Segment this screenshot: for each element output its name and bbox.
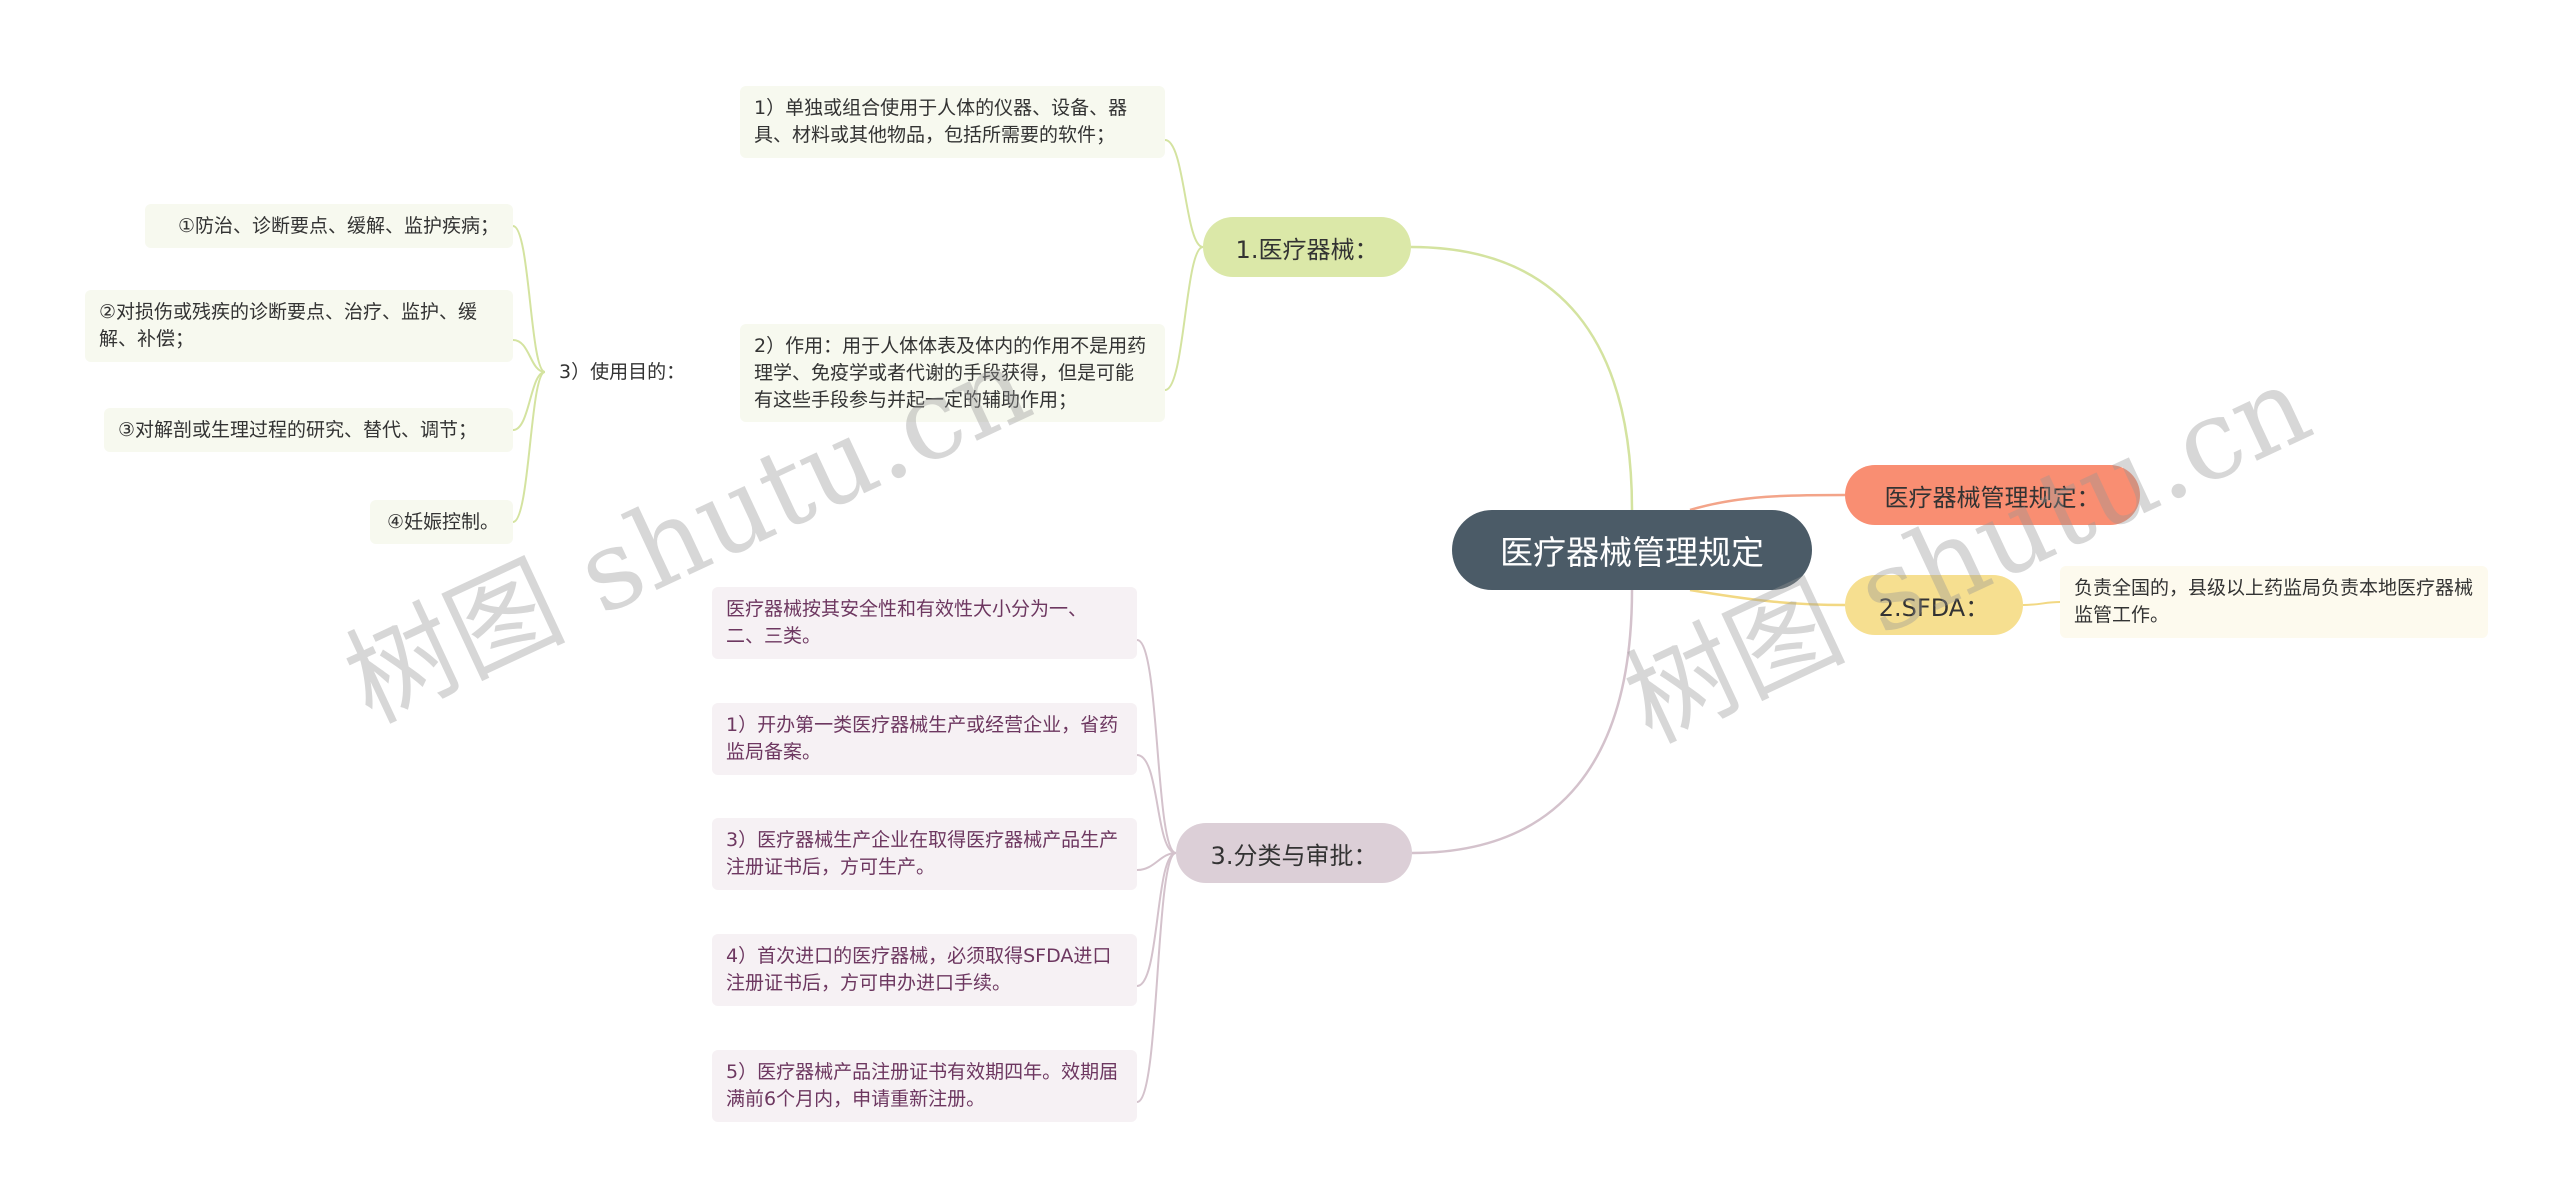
classification-item-4[interactable]: 4）首次进口的医疗器械，必须取得SFDA进口注册证书后，方可申办进口手续。 xyxy=(712,934,1137,1006)
device-purpose[interactable]: 3）使用目的： xyxy=(559,360,686,383)
edge-sfda-desc xyxy=(2022,601,2061,606)
branch-rules[interactable]: 医疗器械管理规定： xyxy=(1845,465,2140,525)
edge-root-classification xyxy=(1411,589,1634,855)
edge-root-device xyxy=(1410,245,1634,511)
edge-root-sfda xyxy=(1689,588,1846,607)
root-node[interactable]: 医疗器械管理规定 xyxy=(1452,510,1812,590)
edge-class-item4 xyxy=(1136,852,1177,987)
branch-device[interactable]: 1.医疗器械： xyxy=(1203,217,1411,277)
classification-item-2[interactable]: 1）开办第一类医疗器械生产或经营企业，省药监局备案。 xyxy=(712,703,1137,775)
edge-device-def1 xyxy=(1164,139,1204,248)
branch-sfda[interactable]: 2.SFDA： xyxy=(1845,575,2023,635)
edge-class-item1 xyxy=(1136,639,1177,854)
sfda-description[interactable]: 负责全国的，县级以上药监局负责本地医疗器械监管工作。 xyxy=(2060,566,2488,638)
purpose-item-1[interactable]: ①防治、诊断要点、缓解、监护疾病； xyxy=(145,204,513,248)
classification-item-3[interactable]: 3）医疗器械生产企业在取得医疗器械产品生产注册证书后，方可生产。 xyxy=(712,818,1137,890)
edge-purpose-item4 xyxy=(512,371,546,523)
edge-class-item5 xyxy=(1136,852,1177,1103)
edge-purpose-item2 xyxy=(512,339,546,373)
branch-classification[interactable]: 3.分类与审批： xyxy=(1176,823,1412,883)
edge-purpose-item3 xyxy=(512,371,546,431)
classification-item-1[interactable]: 医疗器械按其安全性和有效性大小分为一、二、三类。 xyxy=(712,587,1137,659)
edge-class-item2 xyxy=(1136,754,1177,854)
device-definition-1[interactable]: 1）单独或组合使用于人体的仪器、设备、器具、材料或其他物品，包括所需要的软件； xyxy=(740,86,1165,158)
purpose-item-3[interactable]: ③对解剖或生理过程的研究、替代、调节； xyxy=(104,408,513,452)
purpose-item-4[interactable]: ④妊娠控制。 xyxy=(370,500,513,544)
purpose-item-2[interactable]: ②对损伤或残疾的诊断要点、治疗、监护、缓解、补偿； xyxy=(85,290,513,362)
edge-purpose-item1 xyxy=(512,225,546,373)
classification-item-5[interactable]: 5）医疗器械产品注册证书有效期四年。效期届满前6个月内，申请重新注册。 xyxy=(712,1050,1137,1122)
device-definition-2[interactable]: 2）作用：用于人体体表及体内的作用不是用药理学、免疫学或者代谢的手段获得，但是可… xyxy=(740,324,1165,422)
edge-root-rules xyxy=(1689,493,1846,512)
edge-device-def2 xyxy=(1164,246,1204,391)
